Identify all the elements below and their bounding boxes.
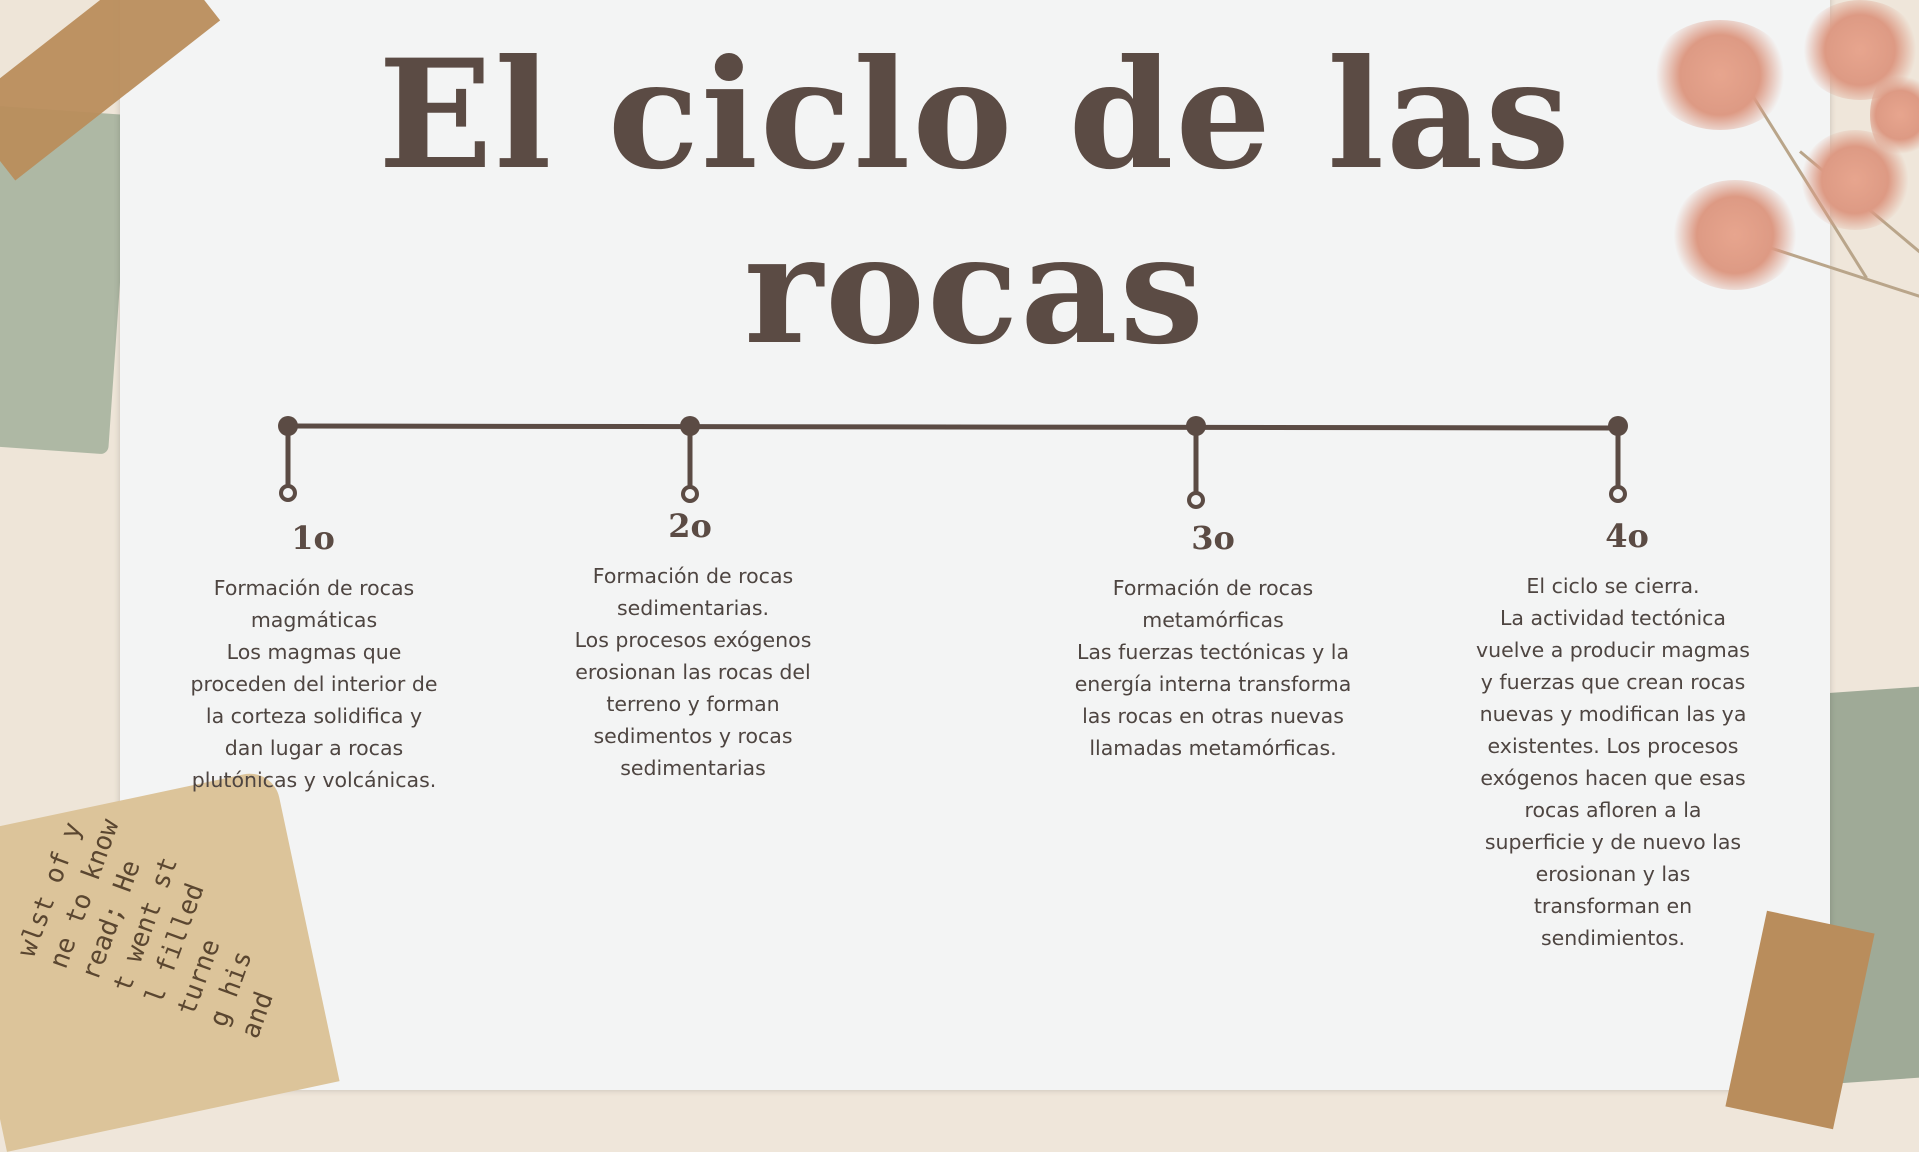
page-title-line2: rocas xyxy=(743,202,1207,378)
step-number: 3o xyxy=(1191,519,1235,557)
page-title-line1: El ciclo de las xyxy=(378,27,1572,203)
timeline-ring xyxy=(1609,485,1627,503)
timeline-node xyxy=(680,416,700,436)
step-number: 4o xyxy=(1605,517,1649,555)
step-description: Formación de rocas metamórficas Las fuer… xyxy=(1074,576,1352,760)
step-number: 1o xyxy=(291,519,335,557)
step-description: Formación de rocas sedimentarias. Los pr… xyxy=(574,564,812,780)
timeline-ring xyxy=(279,484,297,502)
timeline-node xyxy=(278,416,298,436)
step-number: 2o xyxy=(668,507,712,545)
timeline-node xyxy=(1608,416,1628,436)
paper-sheet xyxy=(120,0,1830,1090)
timeline-ring xyxy=(1187,491,1205,509)
timeline-line xyxy=(287,423,1619,431)
step-description: Formación de rocas magmáticas Los magmas… xyxy=(190,576,438,792)
timeline-ring xyxy=(681,485,699,503)
timeline xyxy=(278,416,1628,509)
timeline-node xyxy=(1186,416,1206,436)
step-description: El ciclo se cierra. La actividad tectóni… xyxy=(1476,574,1750,950)
